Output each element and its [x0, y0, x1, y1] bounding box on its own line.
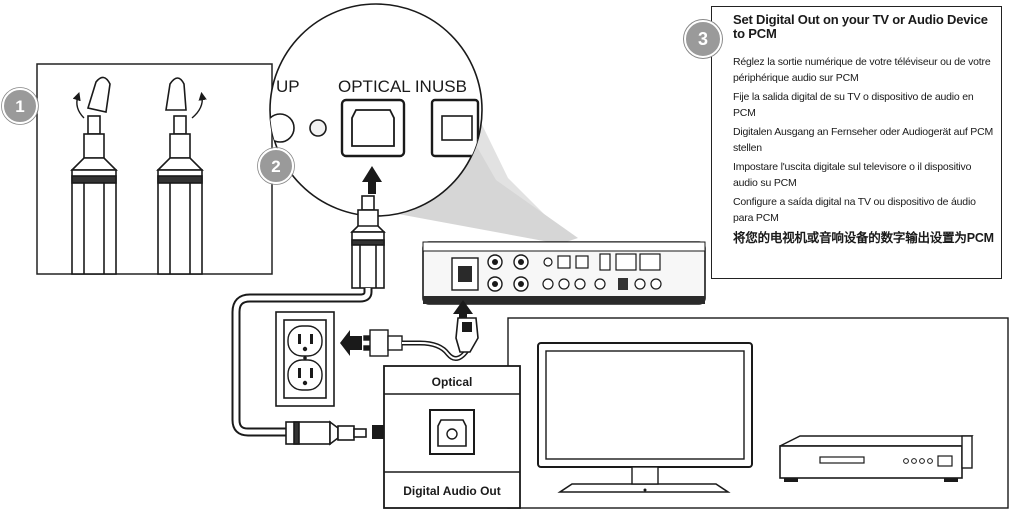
dvd-player-icon	[779, 435, 974, 482]
step2-zoom-panel: UP OPTICAL IN USB 2	[257, 3, 483, 217]
remove-cap-arrow-icon	[72, 91, 207, 119]
translation-fr: Réglez la sortie numérique de votre télé…	[733, 56, 991, 84]
step3-translations-list: Réglez la sortie numérique de votre télé…	[733, 55, 995, 250]
optical-plug-horizontal-icon	[285, 420, 367, 446]
step1-number: 1	[15, 97, 24, 116]
step3-number: 3	[697, 28, 708, 49]
translation-de: Digitalen Ausgang an Fernseher oder Audi…	[733, 126, 994, 154]
step3-badge: 3	[684, 20, 722, 58]
power-plug-icon	[363, 329, 403, 357]
zoom-label-up: UP	[276, 77, 300, 96]
power-outlet-icon	[275, 311, 335, 407]
insert-arrow-icon	[362, 166, 382, 194]
translation-es: Fije la salida digital de su TV o dispos…	[733, 91, 974, 119]
power-connector-icon	[455, 317, 479, 353]
step3-instructions-box	[711, 6, 1002, 279]
audio-device-icon	[422, 241, 706, 305]
tv-optical-port-panel: Optical Digital Audio Out	[383, 365, 521, 509]
step1-badge: 1	[1, 87, 39, 125]
step3-title: Set Digital Out on your TV or Audio Devi…	[733, 12, 988, 41]
translation-it: Impostare l'uscita digitale sul televiso…	[733, 161, 972, 189]
step2-badge: 2	[257, 147, 295, 185]
tv-port-top-label: Optical	[432, 375, 473, 389]
right-optical-cable-icon	[156, 115, 204, 275]
insert-outlet-arrow-icon	[340, 330, 362, 356]
optical-port-icon	[429, 409, 475, 455]
power-insert-arrow-icon	[453, 300, 473, 324]
optical-plug-icon	[350, 195, 386, 289]
translation-pt: Configure a saída digital na TV ou dispo…	[733, 196, 976, 224]
zoom-label-usb: USB	[432, 77, 467, 96]
step1-panel: 1	[1, 63, 273, 275]
tv-icon	[537, 342, 753, 493]
translation-zh: 将您的电视机或音响设备的数字输出设置为PCM	[733, 231, 994, 245]
protective-cap-icon	[86, 76, 187, 113]
usb-port-icon	[430, 98, 480, 158]
zoom-label-optical: OPTICAL IN	[338, 77, 432, 96]
left-optical-cable-icon	[70, 115, 118, 275]
step2-number: 2	[271, 157, 280, 176]
tv-port-bottom-label: Digital Audio Out	[403, 484, 501, 498]
optical-in-port-icon	[340, 98, 406, 158]
